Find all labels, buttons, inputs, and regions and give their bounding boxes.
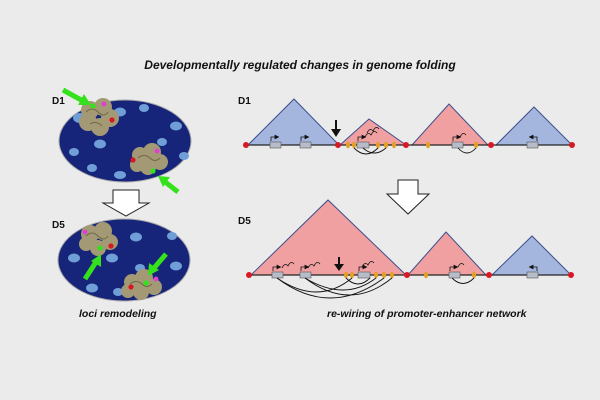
left-d5-label: D5 bbox=[52, 220, 65, 231]
nucleus-d5 bbox=[57, 218, 191, 302]
green-arrow-icon bbox=[61, 87, 91, 105]
loci-remodeling-caption: loci remodeling bbox=[79, 308, 157, 320]
rewiring-caption: re-wiring of promoter-enhancer network bbox=[327, 308, 527, 320]
transition-arrow-icon bbox=[385, 179, 431, 215]
green-arrow-icon bbox=[148, 252, 168, 276]
transcription-factor-icon bbox=[281, 261, 465, 269]
contact-loops bbox=[353, 147, 477, 155]
contact-loops bbox=[276, 277, 475, 299]
figure-title: Developmentally regulated changes in gen… bbox=[144, 58, 456, 72]
transition-arrow-icon bbox=[101, 189, 151, 217]
transcription-factor-icon bbox=[364, 127, 467, 138]
nucleus-d1 bbox=[58, 98, 192, 183]
chromatin-blob bbox=[79, 222, 118, 256]
boundary-arrow-icon bbox=[334, 257, 344, 271]
boundary-arrow-icon bbox=[331, 120, 341, 137]
green-arrow-icon bbox=[82, 254, 101, 281]
tad-row-d5 bbox=[246, 199, 574, 299]
tad-row-d1 bbox=[243, 98, 575, 155]
green-arrow-icon bbox=[158, 176, 180, 194]
right-d1-label: D1 bbox=[238, 96, 251, 107]
left-d1-label: D1 bbox=[52, 96, 65, 107]
right-d5-label: D5 bbox=[238, 216, 251, 227]
